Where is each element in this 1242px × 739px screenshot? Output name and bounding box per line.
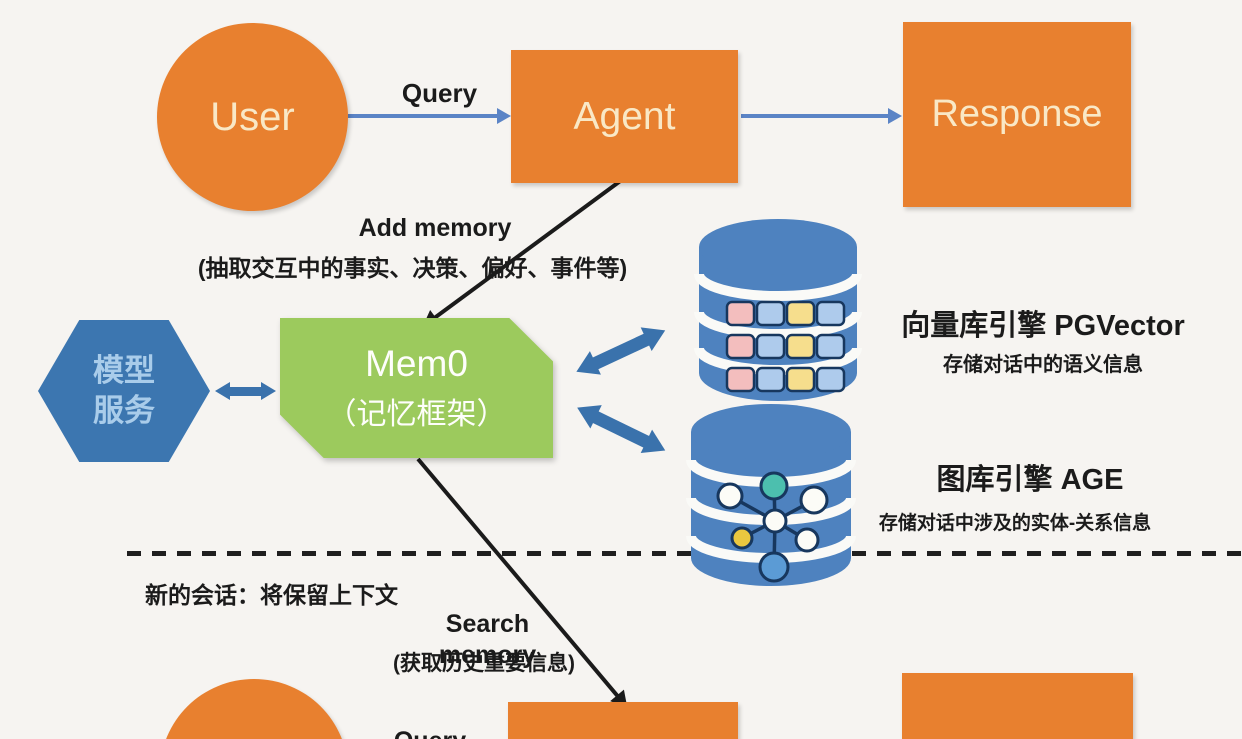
mem0-vectordb-arrow — [591, 333, 651, 370]
search-memory-label: Search memory — [438, 610, 537, 670]
user-node: User — [157, 23, 348, 211]
vector-db-subtitle: 存储对话中的语义信息 — [943, 354, 1143, 376]
model-service-label: 模型 服务 — [93, 351, 155, 432]
new-session-note: 新的会话：将保留上下文 — [145, 582, 398, 608]
user-label: User — [210, 94, 295, 139]
mem0-node: Mem0 （记忆框架） — [280, 318, 553, 458]
query-label: Query — [401, 78, 478, 108]
graph-db-subtitle: 存储对话中涉及的实体-关系信息 — [878, 513, 1152, 534]
user-to-agent-arrow — [348, 108, 511, 124]
response-node-bottom — [902, 673, 1133, 739]
search-memory-description: (获取历史重要信息) — [393, 652, 575, 675]
agent-label: Agent — [573, 94, 676, 138]
mem0-shape: Mem0 （记忆框架） — [280, 318, 553, 458]
user-node-bottom — [160, 679, 348, 739]
query-label-bottom: Query — [385, 726, 475, 739]
response-node: Response — [903, 22, 1131, 207]
section-divider — [127, 551, 1242, 556]
mem0-sublabel: （记忆框架） — [326, 398, 507, 431]
mem0-graphdb-arrow — [592, 410, 650, 449]
agent-node: Agent — [511, 50, 738, 183]
model-mem0-arrow — [215, 382, 276, 400]
model-service-line1: 模型 — [93, 352, 155, 388]
graph-database-icon — [686, 404, 856, 586]
model-service-line2: 服务 — [93, 393, 155, 428]
model-service-node: 模型 服务 — [38, 320, 210, 462]
add-memory-arrow — [431, 177, 625, 321]
response-label: Response — [931, 93, 1103, 135]
agent-node-bottom — [508, 702, 738, 739]
vector-db-title: 向量库引擎 PGVector — [901, 310, 1185, 342]
graph-db-title: 图库引擎 AGE — [936, 464, 1124, 496]
add-memory-description: (抽取交互中的事实、决策、偏好、事件等) — [197, 255, 628, 281]
add-memory-label: Add memory — [358, 214, 512, 242]
mem0-label: Mem0 — [365, 343, 468, 384]
vector-database-icon — [694, 219, 862, 401]
agent-to-response-arrow — [741, 108, 902, 124]
